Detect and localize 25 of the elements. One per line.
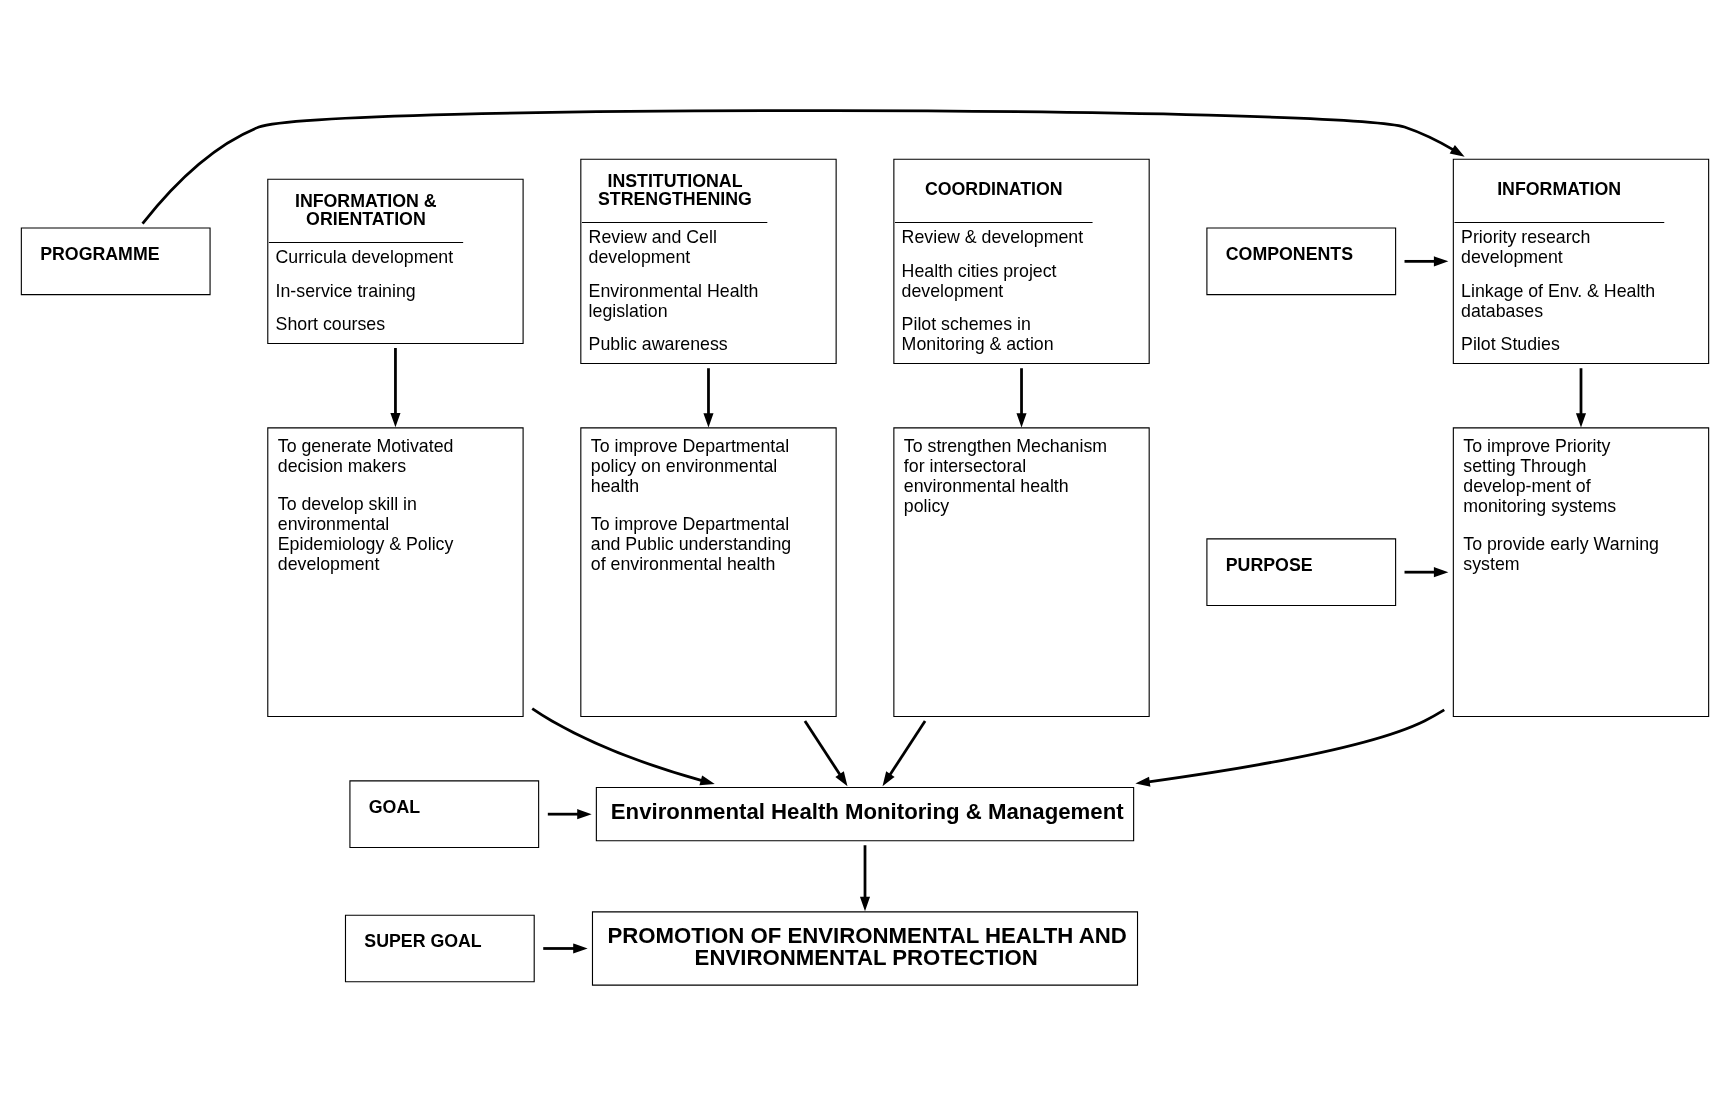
node-box: PROGRAMME [20,227,211,295]
node-box: GOAL [349,779,540,848]
node-box: COMPONENTS [1206,227,1397,295]
arrow [803,719,848,786]
node-box: Environmental Health Monitoring & Management [595,786,1135,841]
node-box: PURPOSE [1206,537,1397,606]
arrow [390,347,401,427]
node-box: To improve Priority setting Through develop-ment of monitoring systems To provide early Warning system [1452,426,1710,717]
arrow [141,108,1465,224]
arrow [531,706,715,785]
node-box: To strengthen Mechanism for intersectoral environmental health policy [893,426,1150,717]
arrow [882,719,927,786]
arrow [859,844,871,911]
node-box: To generate Motivated decision makers To develop skill in environmental Epidemiology & Policy development [267,426,524,717]
node-box: PROMOTION OF ENVIRONMENTAL HEALTH AND ENVIRONMENTAL PROTECTION [591,910,1139,986]
arrow [543,942,588,954]
arrow [1404,566,1449,577]
arrow [1404,255,1449,266]
arrow [1016,367,1027,428]
arrow [1575,367,1587,428]
node-box: SUPER GOAL [344,914,535,982]
arrow [703,367,714,428]
arrow [1135,708,1445,787]
arrow [547,808,592,819]
node-box: To improve Departmental policy on environmental health To improve Departmental and Public understanding of environmental health [580,426,837,717]
